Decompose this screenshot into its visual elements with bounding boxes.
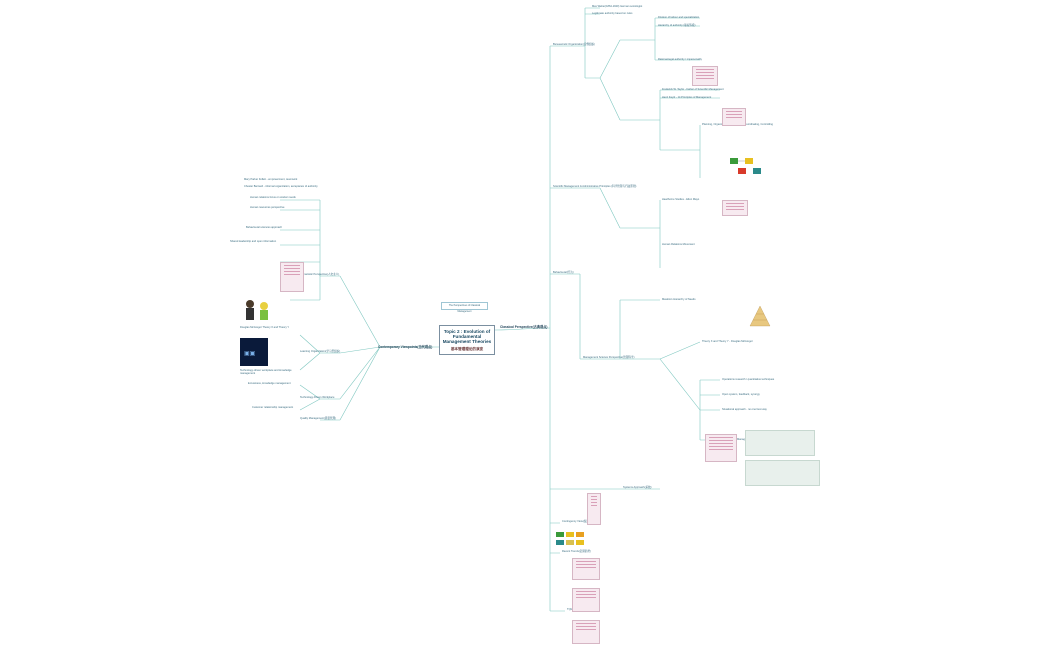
root-tag[interactable]: The Perspectives of Classical Management: [441, 302, 488, 313]
right-sub-5[interactable]: Contingency View(权变): [562, 520, 590, 523]
right-leaf: Open system, feedback, synergy: [722, 393, 760, 396]
slide-thumbnail[interactable]: [280, 262, 304, 292]
left-leaf: Shared leadership and open information: [230, 240, 277, 243]
person-caption: Douglas McGregor Theory X and Theory Y: [240, 326, 290, 329]
branch-contemporary[interactable]: Contemporary Viewpoints(当代观点): [378, 345, 433, 349]
slide-thumbnail[interactable]: [705, 434, 737, 462]
network-icon: ▣▣: [244, 351, 256, 357]
right-sub-6[interactable]: Recent Trends(近期趋势): [562, 550, 591, 553]
svg-text:▣▣: ▣▣: [244, 351, 256, 357]
right-leaf: Situational approach - no one best way: [722, 408, 767, 411]
right-leaf: Theory X and Theory Y - Douglas McGregor: [702, 340, 753, 343]
people-icon: [246, 300, 268, 320]
right-leaf: Human Relations Movement: [662, 243, 695, 246]
right-sub-7[interactable]: TQM: [567, 608, 573, 611]
right-leaf: Rational-legal authority / impersonality: [658, 58, 702, 61]
root-subtitle: 基本管理理论的演变: [450, 346, 484, 351]
left-leaf: Human relations focus on worker needs: [250, 196, 296, 199]
recent-trends-diagram-icon: [556, 532, 584, 545]
systems-diagram-icon: [730, 158, 761, 174]
left-leaf: Customer relationship management: [252, 406, 294, 409]
right-leaf: Max Weber(1864-1920) German sociologist: [592, 5, 643, 8]
left-sub-3[interactable]: Quality Management(质量管理): [300, 417, 337, 420]
slide-thumbnail[interactable]: [722, 200, 748, 216]
right-sub-1[interactable]: Scientific Management & Administrative P…: [553, 185, 637, 188]
slide-thumbnail[interactable]: [572, 588, 600, 612]
right-sub-4[interactable]: Systems Approach(系统): [623, 486, 652, 489]
slide-thumbnail[interactable]: [692, 66, 718, 86]
right-leaf: Legitimate authority based on rules: [592, 12, 633, 15]
root-title-line-3: Management Theories: [442, 339, 492, 345]
slide-thumbnail[interactable]: [722, 108, 746, 126]
right-leaf: Henri Fayol - 14 Principles of Managemen…: [662, 96, 712, 99]
root-topic-node[interactable]: Topic 2 : Evolution of Fundamental Manag…: [439, 325, 495, 355]
left-leaf: Human resources perspective: [250, 206, 285, 209]
left-sub-1[interactable]: Learning Organization(学习型组织): [300, 350, 341, 353]
slide-thumbnail[interactable]: [587, 493, 601, 525]
right-sub-3[interactable]: Management Science Perspective(管理科学): [583, 356, 635, 359]
maslow-pyramid-icon: [749, 305, 771, 327]
root-title-line-2: Fundamental: [452, 334, 482, 340]
left-leaf: Chester Barnard - informal organization,…: [244, 185, 318, 188]
right-leaf: Division of labour and specialization: [658, 16, 700, 19]
left-leaf: Mary Parker Follett - empowerment, teamw…: [244, 178, 298, 181]
right-leaf: Maslow's Hierarchy of Needs: [662, 298, 696, 301]
tech-caption: Technology-driven workplace and knowledg…: [240, 369, 292, 375]
root-title-line-1: Topic 2 : Evolution of: [443, 329, 491, 334]
slide-thumbnail[interactable]: [572, 620, 600, 644]
right-sub-2[interactable]: Behavioural(行为): [553, 271, 574, 274]
left-leaf: E-business, knowledge management: [248, 382, 291, 385]
right-leaf: Hawthorne Studies - Elton Mayo: [662, 198, 700, 201]
slide-thumbnail[interactable]: [572, 558, 600, 580]
branch-classical[interactable]: Classical Perspective(古典观点): [500, 325, 548, 329]
note-card[interactable]: [745, 460, 820, 486]
right-leaf: Operations research / quantitative techn…: [722, 378, 775, 381]
technology-image: ▣▣: [240, 338, 268, 366]
right-sub-0[interactable]: Bureaucratic Organization(官僚组织): [553, 43, 596, 46]
note-card[interactable]: [745, 430, 815, 456]
right-leaf: Frederick W. Taylor - Father of Scientif…: [662, 88, 724, 91]
right-leaf: Hierarchy of authority (职权等级): [658, 24, 696, 27]
left-leaf: Behavioural sciences approach: [246, 226, 283, 229]
left-sub-2[interactable]: Technology-Driven Workplace: [300, 396, 335, 399]
left-sub-0[interactable]: Humanistic Perspective(人文主义): [300, 273, 340, 276]
